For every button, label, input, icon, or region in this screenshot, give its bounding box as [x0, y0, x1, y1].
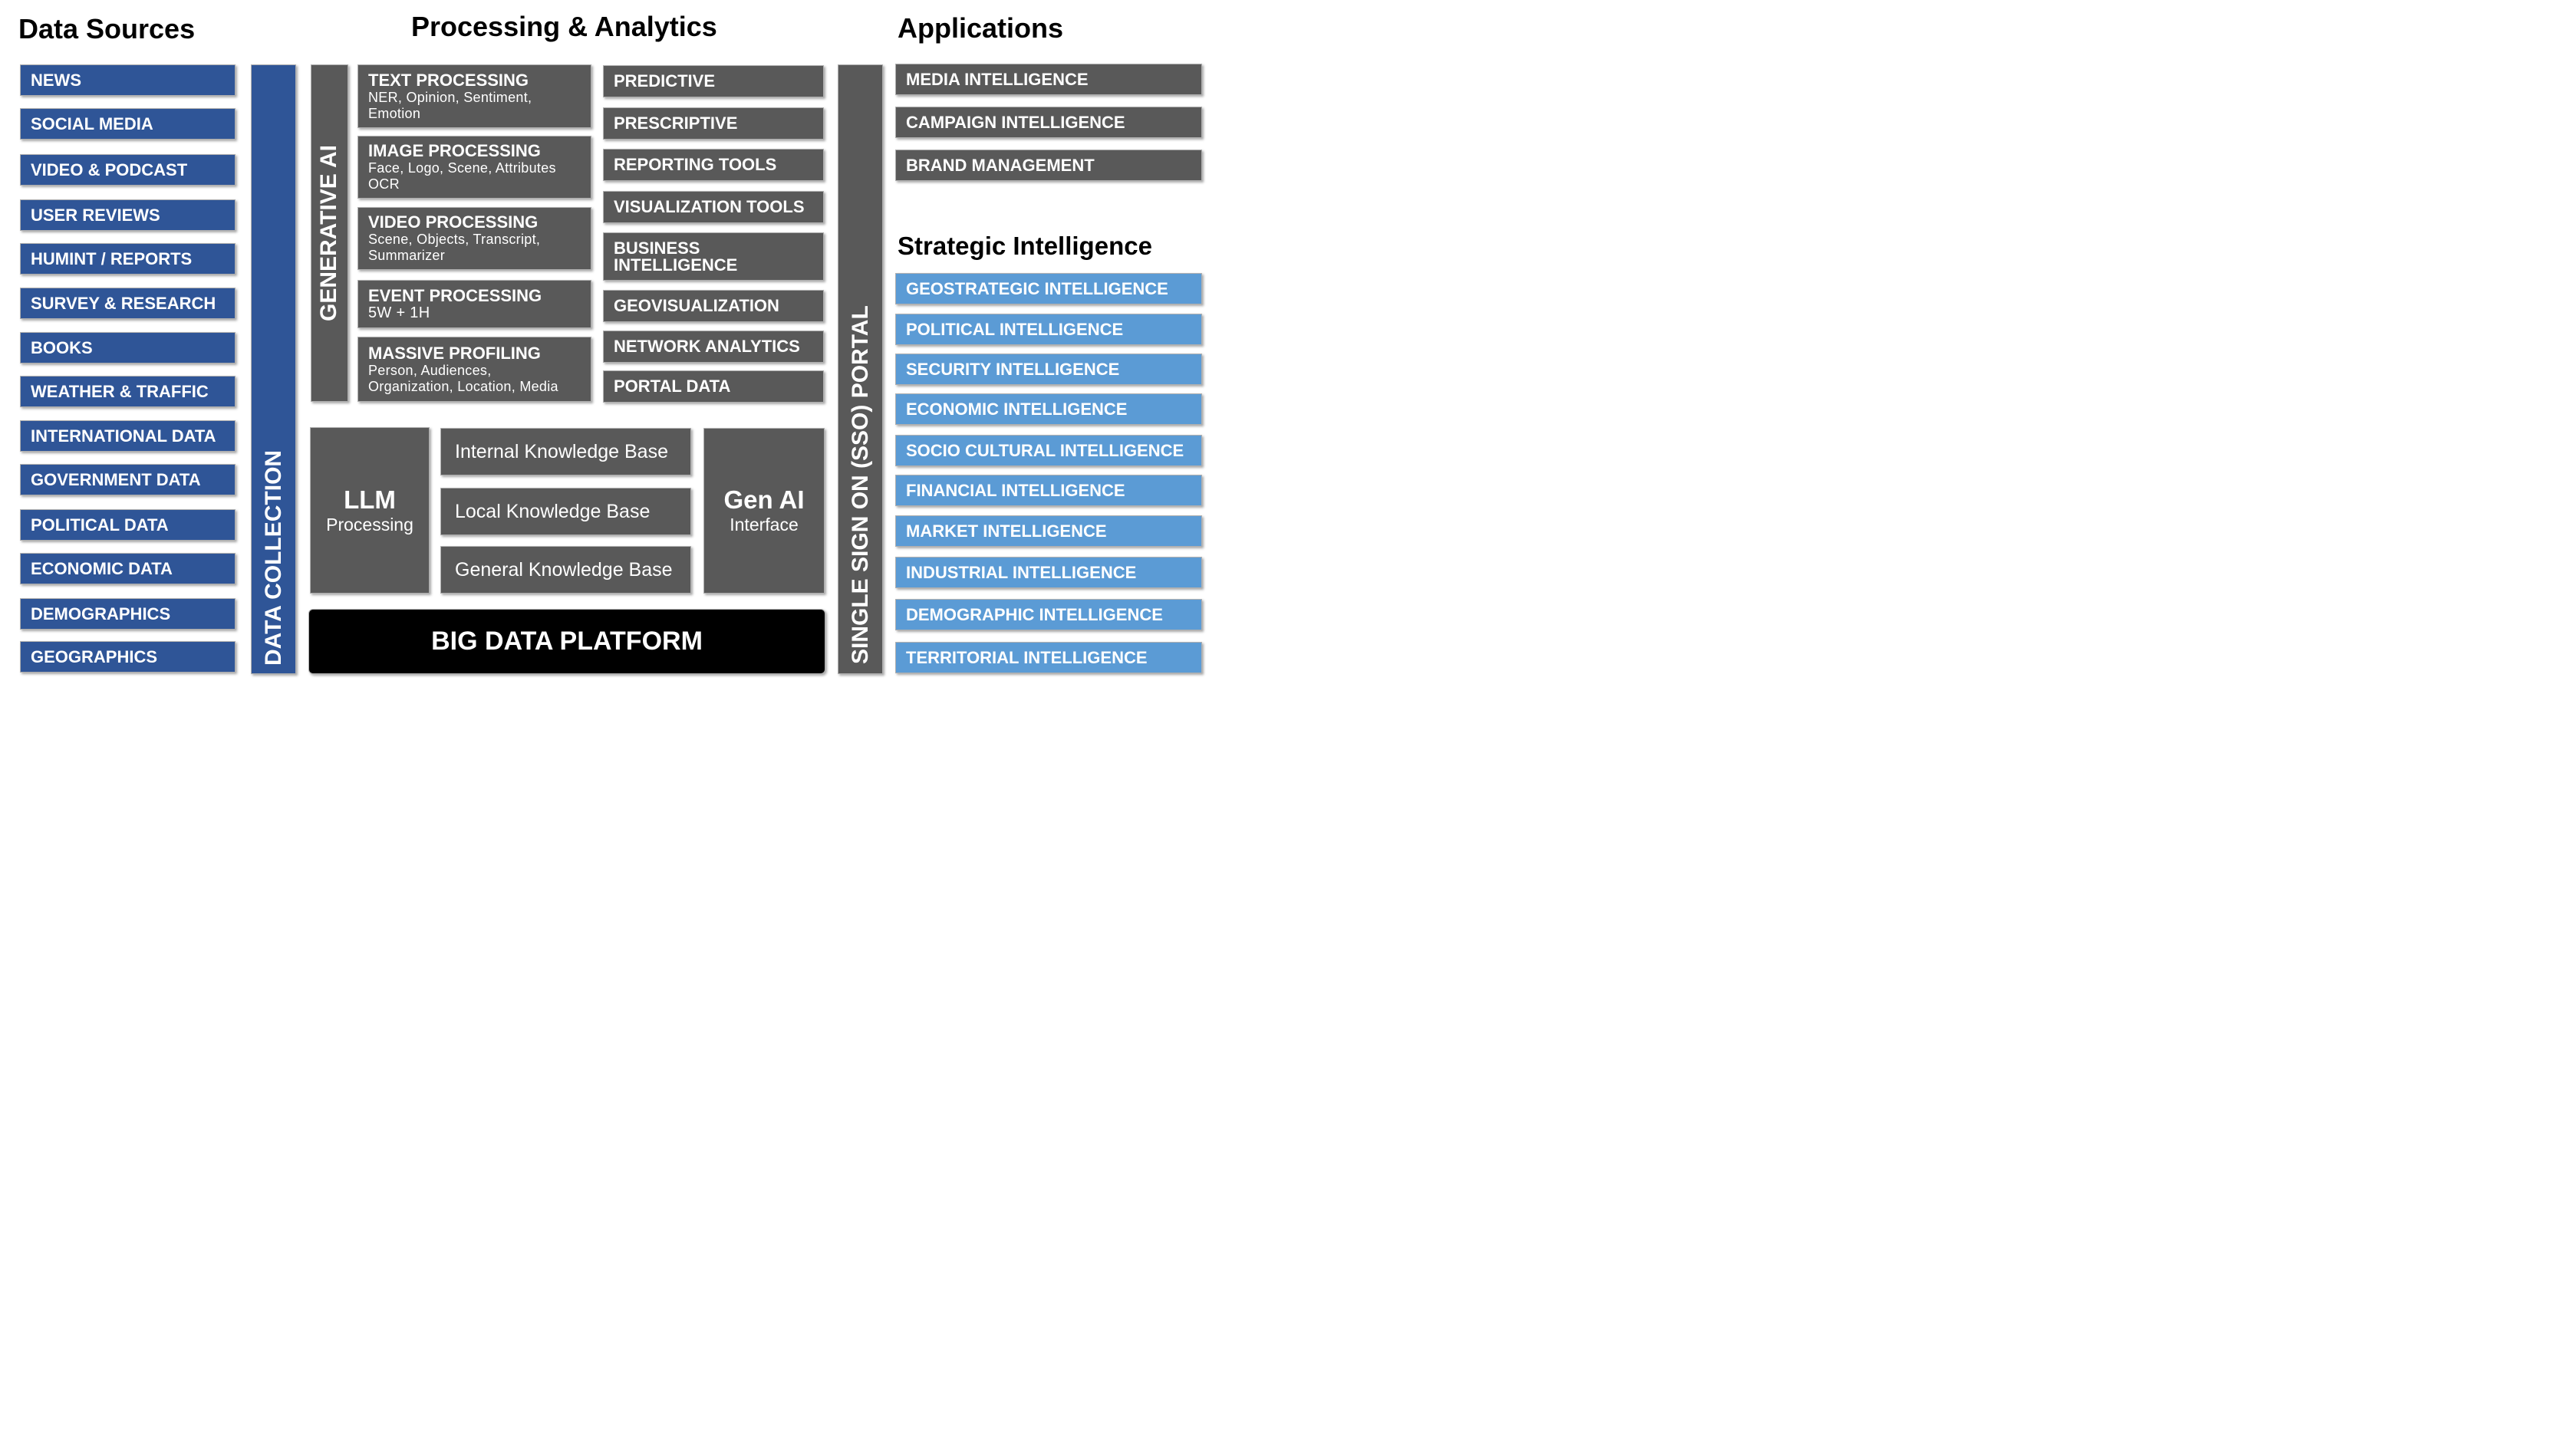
image-processing-box: IMAGE PROCESSING Face, Logo, Scene, Attr…	[357, 136, 591, 199]
event-processing-detail: 5W + 1H	[368, 304, 430, 321]
generative-ai-label: GENERATIVE AI	[316, 144, 342, 322]
sso-portal-bar: SINGLE SIGN ON (SSO) PORTAL	[838, 64, 883, 674]
llm-processing-box: LLM Processing	[310, 427, 430, 594]
app-media-intelligence: MEDIA INTELLIGENCE	[895, 64, 1202, 95]
sso-portal-label: SINGLE SIGN ON (SSO) PORTAL	[848, 305, 874, 664]
source-books: BOOKS	[20, 332, 236, 364]
gen-ai-title: Gen AI	[723, 485, 805, 514]
data-sources-heading: Data Sources	[18, 13, 196, 44]
local-knowledge-base: Local Knowledge Base	[440, 488, 691, 535]
source-survey-research: SURVEY & RESEARCH	[20, 288, 236, 319]
image-processing-detail: Face, Logo, Scene, Attributes OCR	[368, 160, 556, 192]
source-news: NEWS	[20, 64, 236, 96]
si-political: POLITICAL INTELLIGENCE	[895, 314, 1202, 345]
si-geostrategic: GEOSTRATEGIC INTELLIGENCE	[895, 273, 1202, 304]
strategic-intelligence-heading: Strategic Intelligence	[898, 232, 1152, 260]
massive-profiling-box: MASSIVE PROFILING Person, Audiences, Org…	[357, 337, 591, 402]
analytics-portal-data: PORTAL DATA	[603, 370, 824, 403]
video-processing-box: VIDEO PROCESSING Scene, Objects, Transcr…	[357, 207, 591, 270]
analytics-visualization-tools: VISUALIZATION TOOLS	[603, 191, 824, 223]
si-financial: FINANCIAL INTELLIGENCE	[895, 475, 1202, 506]
source-geographics: GEOGRAPHICS	[20, 641, 236, 673]
video-processing-title: VIDEO PROCESSING	[368, 212, 539, 232]
si-territorial: TERRITORIAL INTELLIGENCE	[895, 642, 1202, 673]
si-market: MARKET INTELLIGENCE	[895, 515, 1202, 547]
analytics-geovisualization: GEOVISUALIZATION	[603, 290, 824, 322]
source-economic-data: ECONOMIC DATA	[20, 553, 236, 584]
si-security: SECURITY INTELLIGENCE	[895, 354, 1202, 385]
app-campaign-intelligence: CAMPAIGN INTELLIGENCE	[895, 107, 1202, 138]
si-demographic: DEMOGRAPHIC INTELLIGENCE	[895, 599, 1202, 630]
analytics-prescriptive: PRESCRIPTIVE	[603, 107, 824, 140]
gen-ai-subtitle: Interface	[730, 515, 799, 535]
source-video-podcast: VIDEO & PODCAST	[20, 154, 236, 186]
sso-portal-text: SINGLE SIGN ON (SSO) PORTAL	[847, 305, 873, 664]
analytics-network-analytics: NETWORK ANALYTICS	[603, 331, 824, 363]
gen-ai-interface-box: Gen AI Interface	[703, 428, 825, 594]
analytics-reporting-tools: REPORTING TOOLS	[603, 149, 824, 181]
text-processing-box: TEXT PROCESSING NER, Opinion, Sentiment,…	[357, 64, 591, 128]
source-demographics: DEMOGRAPHICS	[20, 598, 236, 630]
big-data-platform: BIG DATA PLATFORM	[308, 609, 825, 674]
llm-title: LLM	[344, 485, 396, 514]
applications-heading: Applications	[898, 12, 1064, 44]
text-processing-title: TEXT PROCESSING	[368, 70, 529, 90]
source-government-data: GOVERNMENT DATA	[20, 464, 236, 495]
llm-subtitle: Processing	[326, 514, 413, 535]
data-collection-label: DATA COLLECTION	[260, 449, 286, 666]
massive-profiling-title: MASSIVE PROFILING	[368, 343, 541, 363]
massive-profiling-detail: Person, Audiences, Organization, Locatio…	[368, 362, 558, 394]
app-brand-management: BRAND MANAGEMENT	[895, 150, 1202, 181]
event-processing-box: EVENT PROCESSING 5W + 1H	[357, 280, 591, 328]
analytics-business-intelligence: BUSINESS INTELLIGENCE	[603, 232, 824, 281]
general-knowledge-base: General Knowledge Base	[440, 546, 691, 594]
source-political-data: POLITICAL DATA	[20, 509, 236, 541]
source-social-media: SOCIAL MEDIA	[20, 108, 236, 140]
internal-knowledge-base: Internal Knowledge Base	[440, 428, 691, 475]
text-processing-detail: NER, Opinion, Sentiment, Emotion	[368, 89, 532, 121]
source-weather-traffic: WEATHER & TRAFFIC	[20, 376, 236, 407]
source-international-data: INTERNATIONAL DATA	[20, 420, 236, 452]
generative-ai-bar: GENERATIVE AI	[311, 64, 348, 402]
si-industrial: INDUSTRIAL INTELLIGENCE	[895, 557, 1202, 588]
si-socio-cultural: SOCIO CULTURAL INTELLIGENCE	[895, 435, 1202, 466]
si-economic: ECONOMIC INTELLIGENCE	[895, 393, 1202, 425]
source-humint-reports: HUMINT / REPORTS	[20, 243, 236, 275]
event-processing-title: EVENT PROCESSING	[368, 286, 542, 305]
analytics-predictive: PREDICTIVE	[603, 65, 824, 97]
image-processing-title: IMAGE PROCESSING	[368, 141, 541, 160]
processing-analytics-heading: Processing & Analytics	[411, 11, 717, 42]
video-processing-detail: Scene, Objects, Transcript, Summarizer	[368, 232, 541, 263]
data-collection-bar: DATA COLLECTION	[251, 64, 296, 674]
source-user-reviews: USER REVIEWS	[20, 199, 236, 231]
